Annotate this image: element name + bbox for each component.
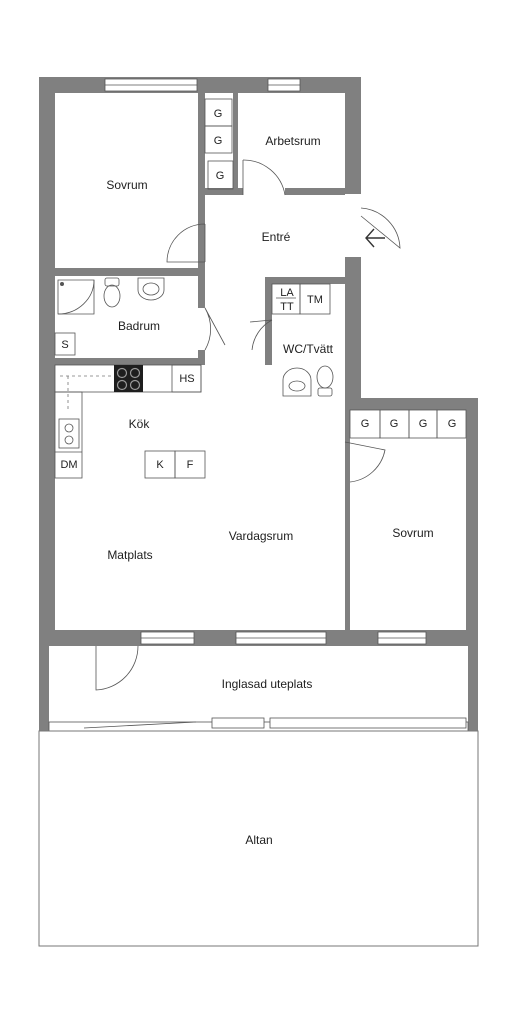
room-label-vardagsrum: Vardagsrum bbox=[229, 529, 293, 543]
tt-label: TT bbox=[280, 301, 294, 313]
room-label-sovrum: Sovrum bbox=[106, 178, 147, 192]
toilet-icon bbox=[316, 365, 334, 397]
wardrobe-label: G bbox=[390, 418, 399, 430]
altan-area bbox=[38, 730, 479, 947]
wardrobe-label: G bbox=[214, 135, 223, 147]
arrow-left-icon bbox=[365, 228, 385, 248]
washbasin-icon bbox=[282, 367, 312, 397]
room-label-altan: Altan bbox=[245, 833, 272, 847]
sink-icon bbox=[58, 418, 80, 449]
fridge-label: K bbox=[156, 459, 164, 471]
room-label-badrum: Badrum bbox=[118, 319, 160, 333]
wardrobes bbox=[204, 98, 467, 439]
washer-label: TM bbox=[307, 294, 323, 306]
shower-icon bbox=[57, 279, 95, 315]
wardrobe-label: G bbox=[214, 108, 223, 120]
windows bbox=[48, 78, 469, 732]
room-label-sovrum-se: Sovrum bbox=[392, 526, 433, 540]
doors bbox=[95, 159, 401, 691]
stove-icon bbox=[114, 365, 143, 392]
room-label-entre: Entré bbox=[262, 230, 291, 244]
room-label-arbetsrum: Arbetsrum bbox=[265, 134, 320, 148]
stove-hood-label: HS bbox=[179, 373, 194, 385]
la-label: LA bbox=[280, 287, 294, 299]
wardrobe-label: G bbox=[419, 418, 428, 430]
washbasin-icon bbox=[137, 277, 165, 301]
room-label-matplats: Matplats bbox=[107, 548, 152, 562]
wardrobe-label: G bbox=[361, 418, 370, 430]
freezer-box bbox=[174, 450, 206, 479]
shower-box bbox=[54, 332, 76, 356]
wardrobe-label: G bbox=[448, 418, 457, 430]
floor-areas bbox=[49, 93, 468, 726]
toilet-icon bbox=[103, 277, 121, 308]
room-label-kok: Kök bbox=[129, 417, 151, 431]
shower-label: S bbox=[61, 339, 68, 351]
room-label-inglasad-uteplats: Inglasad uteplats bbox=[222, 677, 313, 691]
room-label-wc-tvatt: WC/Tvätt bbox=[283, 342, 334, 356]
washer-box bbox=[299, 283, 331, 315]
wardrobe-label: G bbox=[216, 170, 225, 182]
dishwasher-label: DM bbox=[60, 459, 77, 471]
freezer-label: F bbox=[187, 459, 194, 471]
stove-hood-box bbox=[171, 364, 202, 393]
